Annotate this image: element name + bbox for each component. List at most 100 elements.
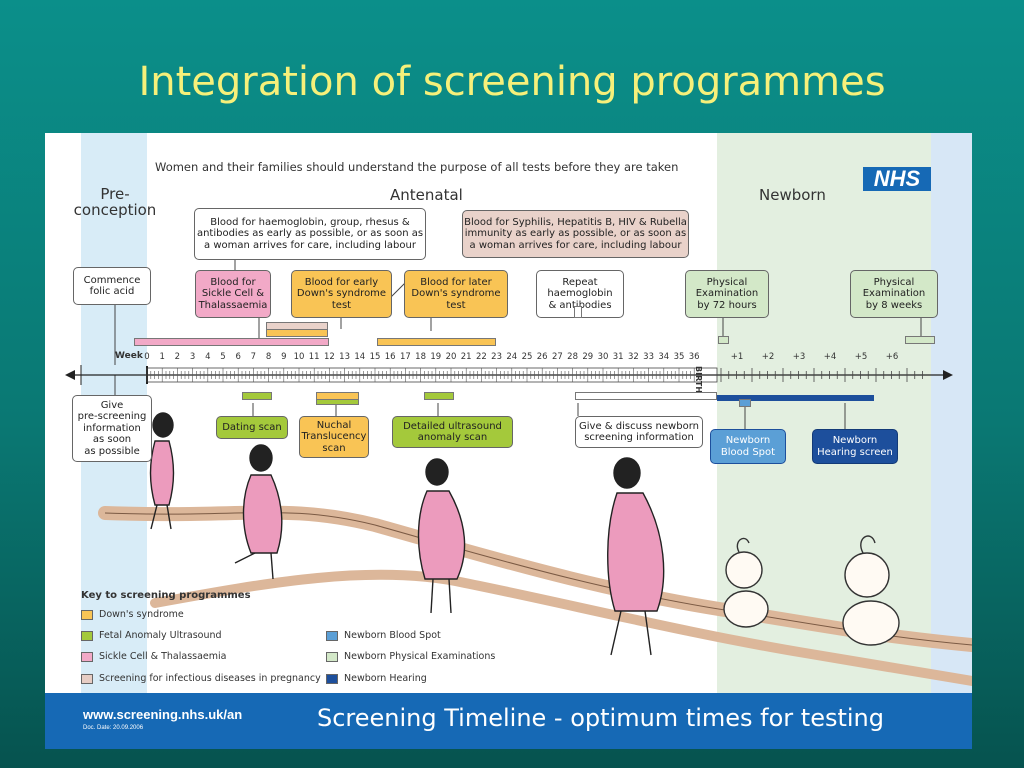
key-item-label: Screening for infectious diseases in pre… <box>99 673 321 684</box>
week-label-31: 31 <box>612 352 624 362</box>
pregnant-figure-2 <box>234 444 283 580</box>
week-label-22: 22 <box>475 352 487 362</box>
timeline-panel: Women and their families should understa… <box>45 133 972 749</box>
box-downs-later: Blood for later Down's syndrome test <box>404 270 508 318</box>
newborn-week-6: +6 <box>885 352 899 362</box>
bar-downs-later <box>377 338 496 346</box>
newborn-week-4: +4 <box>823 352 837 362</box>
newborn-week-5: +5 <box>854 352 868 362</box>
week-label-29: 29 <box>582 352 594 362</box>
box-bloods-early: Blood for haemoglobin, group, rhesus & a… <box>194 208 426 260</box>
week-label-11: 11 <box>308 352 320 362</box>
week-label-2: 2 <box>174 352 181 362</box>
key-item-label: Fetal Anomaly Ultrasound <box>99 630 222 641</box>
bar-bloodspot <box>717 395 874 401</box>
bar-physical-72h <box>718 336 729 344</box>
bar-sickle-cell <box>134 338 329 346</box>
week-label-10: 10 <box>293 352 305 362</box>
phase-antenatal: Antenatal <box>390 186 463 204</box>
week-label-33: 33 <box>643 352 654 362</box>
box-anomaly-scan: Detailed ultrasound anomaly scan <box>392 416 513 448</box>
key-swatch-4 <box>81 674 93 684</box>
week-label-12: 12 <box>323 352 335 362</box>
bar-newborn-info <box>575 392 717 400</box>
key-item-label: Newborn Hearing <box>344 673 427 684</box>
week-label-27: 27 <box>551 352 563 362</box>
key-swatch-5 <box>326 631 338 641</box>
intro-text: Women and their families should understa… <box>155 160 679 174</box>
key-swatch-1 <box>81 610 93 620</box>
bar-downs-early <box>266 329 328 337</box>
week-label-4: 4 <box>205 352 211 362</box>
week-label-20: 20 <box>445 352 457 362</box>
box-newborn-info: Give & discuss newborn screening informa… <box>575 416 703 448</box>
week-label-18: 18 <box>415 352 426 362</box>
week-label-15: 15 <box>369 352 381 362</box>
bar-repeat <box>574 306 582 318</box>
week-label-35: 35 <box>673 352 685 362</box>
week-label-32: 32 <box>627 352 639 362</box>
week-label-5: 5 <box>220 352 226 362</box>
nhs-logo: NHS <box>863 167 931 191</box>
box-bloods-infectious: Blood for Syphilis, Hepatitis B, HIV & R… <box>462 210 689 258</box>
phase-preconception: Pre- conception <box>73 185 157 219</box>
footer: www.screening.nhs.uk/an Doc. Date: 20.09… <box>45 693 972 749</box>
box-physical-8w: Physical Examination by 8 weeks <box>850 270 938 318</box>
birth-label: BIRTH <box>694 366 703 394</box>
box-give-info: Give pre-screening information as soon a… <box>72 395 152 462</box>
week-label-23: 23 <box>491 352 502 362</box>
week-label-21: 21 <box>460 352 472 362</box>
week-label-6: 6 <box>235 352 241 362</box>
phase-newborn: Newborn <box>759 186 826 204</box>
bar-bloodspot-light <box>739 399 751 407</box>
baby-figure-1 <box>723 537 769 628</box>
key-swatch-6 <box>326 652 338 662</box>
week-label-30: 30 <box>597 352 609 362</box>
week-label-26: 26 <box>536 352 548 362</box>
key-title: Key to screening programmes <box>81 590 251 601</box>
box-downs-early: Blood for early Down's syndrome test <box>291 270 392 318</box>
week-label-25: 25 <box>521 352 533 362</box>
bar-infectious <box>266 322 328 330</box>
week-label-8: 8 <box>265 352 272 362</box>
box-bloodspot: Newborn Blood Spot <box>710 429 786 464</box>
bar-physical-8w <box>905 336 935 344</box>
week-label-9: 9 <box>281 352 287 362</box>
timeline-graphics <box>65 223 972 686</box>
week-label-0: 0 <box>144 352 150 362</box>
key-swatch-2 <box>81 631 93 641</box>
key-item-label: Newborn Physical Examinations <box>344 651 496 662</box>
box-physical-72h: Physical Examination by 72 hours <box>685 270 769 318</box>
newborn-week-3: +3 <box>792 352 806 362</box>
box-nuchal: Nuchal Translucency scan <box>299 416 369 458</box>
footer-doc-date: Doc. Date: 20.09.2006 <box>83 725 144 731</box>
pregnant-figure-1 <box>149 412 175 530</box>
week-label-3: 3 <box>189 352 196 362</box>
week-label: Week <box>115 351 143 361</box>
week-label-24: 24 <box>506 352 518 362</box>
week-label-16: 16 <box>384 352 396 362</box>
key-swatch-3 <box>81 652 93 662</box>
baby-figure-2 <box>842 535 900 646</box>
key-item-label: Sickle Cell & Thalassaemia <box>99 651 227 662</box>
footer-url[interactable]: www.screening.nhs.uk/an <box>83 707 243 722</box>
week-label-1: 1 <box>159 352 165 362</box>
slide-title: Integration of screening programmes <box>138 59 886 105</box>
week-label-14: 14 <box>354 352 366 362</box>
key-item-label: Newborn Blood Spot <box>344 630 441 641</box>
week-label-28: 28 <box>567 352 578 362</box>
week-label-34: 34 <box>658 352 670 362</box>
pregnant-figure-3 <box>417 458 466 614</box>
newborn-week-1: +1 <box>730 352 744 362</box>
week-label-17: 17 <box>399 352 411 362</box>
key-item-label: Down's syndrome <box>99 609 184 620</box>
newborn-week-2: +2 <box>761 352 775 362</box>
bar-anomaly <box>424 392 454 400</box>
week-label-13: 13 <box>339 352 350 362</box>
pregnant-figure-4 <box>607 457 665 656</box>
bar-dating-scan <box>242 392 272 400</box>
week-label-36: 36 <box>688 352 700 362</box>
bar-nuchal-green <box>316 399 359 405</box>
footer-title: Screening Timeline - optimum times for t… <box>317 704 884 732</box>
box-folic-acid: Commence folic acid <box>73 267 151 305</box>
